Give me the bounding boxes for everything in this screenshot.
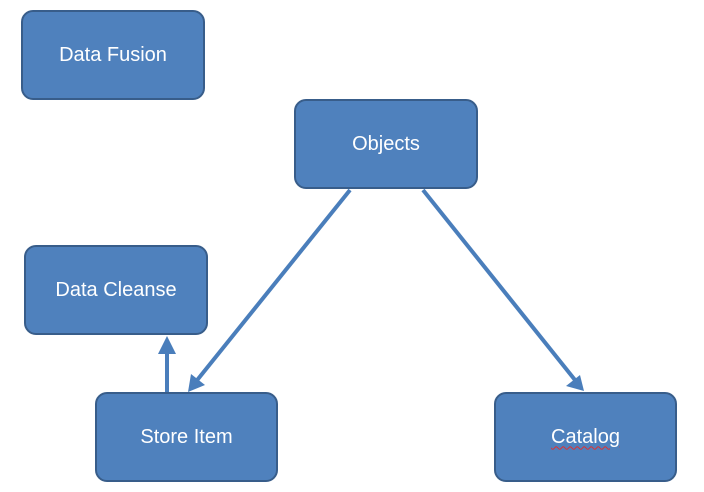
node-objects-label: Objects (352, 132, 420, 155)
node-data-fusion-label: Data Fusion (59, 43, 167, 66)
arrowhead-catalog (566, 375, 584, 391)
arrowhead-data-cleanse (158, 336, 176, 354)
node-data-cleanse-label: Data Cleanse (55, 278, 177, 301)
node-data-fusion[interactable]: Data Fusion (21, 10, 205, 100)
node-catalog[interactable]: Catalog (494, 392, 677, 482)
arrowhead-store-item (188, 374, 205, 392)
arrow-objects-to-catalog[interactable] (421, 188, 577, 382)
node-store-item[interactable]: Store Item (95, 392, 278, 482)
arrow-objects-to-store-item[interactable] (192, 188, 352, 386)
node-objects[interactable]: Objects (294, 99, 478, 189)
node-store-item-label: Store Item (140, 425, 233, 448)
node-catalog-label: Catalog (551, 425, 620, 448)
node-data-cleanse[interactable]: Data Cleanse (24, 245, 208, 335)
